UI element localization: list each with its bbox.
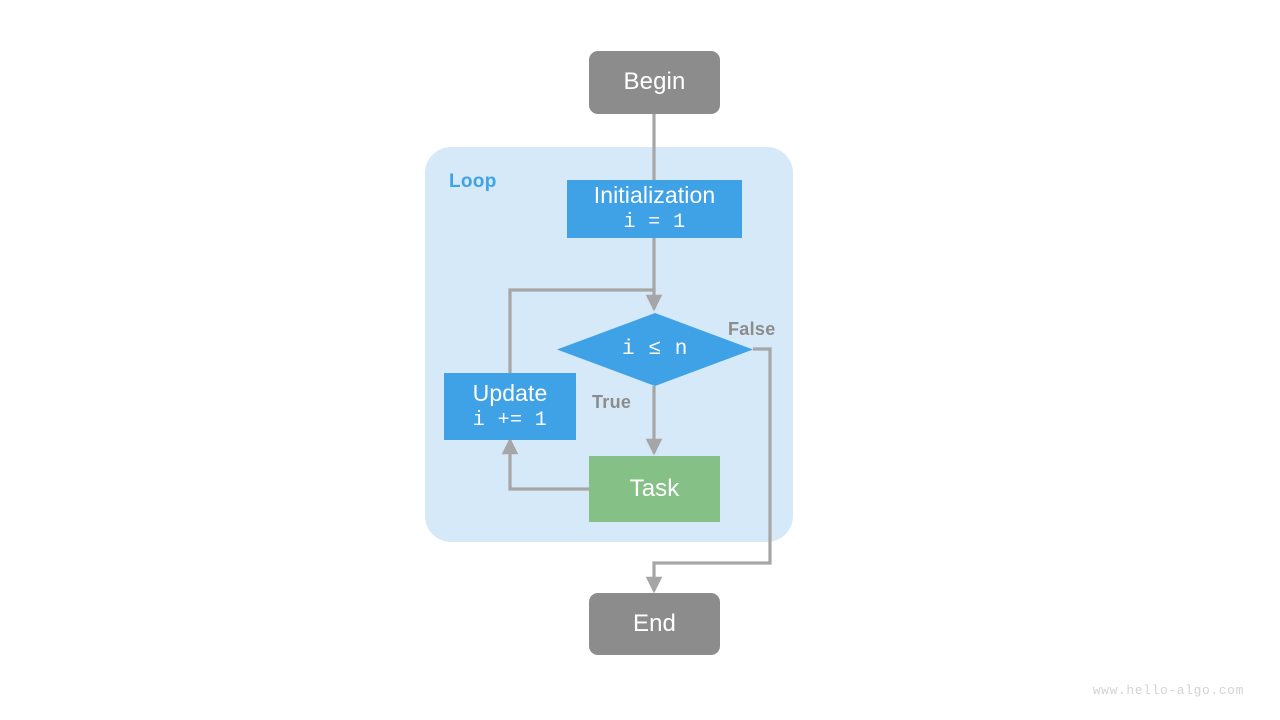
edge-condition-to-end: [645, 347, 772, 594]
edge-update-to-condition: [508, 288, 654, 373]
node-end[interactable]: End: [589, 593, 720, 655]
edge-label-false: False: [728, 319, 776, 339]
node-initialization[interactable]: Initialization i = 1: [567, 180, 742, 238]
diamond-shape: [557, 313, 753, 386]
node-end-title: End: [632, 609, 676, 637]
watermark: www.hello-algo.com: [1092, 683, 1244, 698]
edge-task-to-update: [501, 437, 589, 491]
node-update-title: Update: [472, 379, 548, 406]
node-begin-title: Begin: [623, 68, 686, 96]
node-update[interactable]: Update i += 1: [444, 373, 576, 440]
node-initialization-code: i = 1: [623, 211, 686, 235]
node-condition[interactable]: i ≤ n: [557, 313, 753, 386]
node-condition-title: i ≤ n: [621, 338, 688, 361]
node-task-title: Task: [629, 474, 680, 502]
node-update-code: i += 1: [472, 408, 548, 432]
node-initialization-title: Initialization: [593, 182, 716, 209]
node-task[interactable]: Task: [589, 456, 720, 522]
loop-group-label: Loop: [449, 171, 497, 192]
node-begin[interactable]: Begin: [589, 51, 720, 114]
edge-label-true: True: [592, 392, 632, 412]
